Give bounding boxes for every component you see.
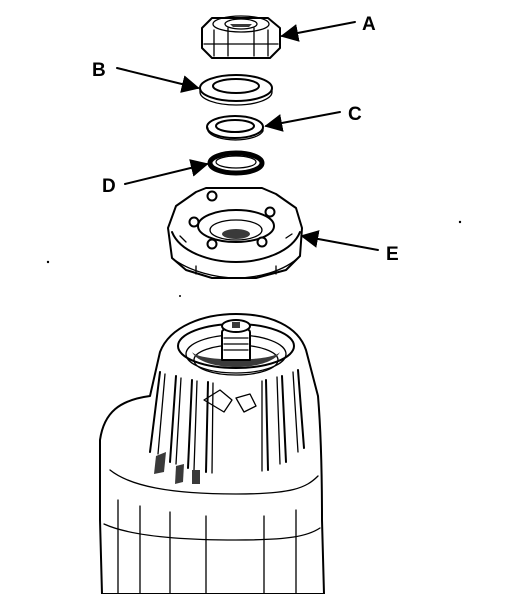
arrow-d: [124, 159, 209, 185]
label-a: A: [362, 14, 376, 35]
arrow-a: [280, 21, 356, 42]
scan-speck: [46, 260, 50, 264]
nut-part-a: [201, 15, 281, 59]
scan-speck: [179, 295, 181, 297]
label-e: E: [386, 244, 399, 265]
arrow-b: [116, 67, 200, 93]
washer-part-b: [199, 74, 273, 106]
arrow-c: [264, 111, 341, 132]
o-ring-part-d: [207, 150, 265, 176]
label-c: C: [348, 104, 362, 125]
housing-cover-part-e: [167, 187, 303, 279]
label-d: D: [102, 176, 116, 197]
label-b: B: [92, 60, 106, 81]
main-housing-body: [99, 313, 325, 594]
leader-arrows: [116, 21, 379, 251]
scan-speck: [458, 220, 462, 224]
ring-part-c: [206, 115, 264, 141]
arrow-e: [300, 230, 379, 251]
